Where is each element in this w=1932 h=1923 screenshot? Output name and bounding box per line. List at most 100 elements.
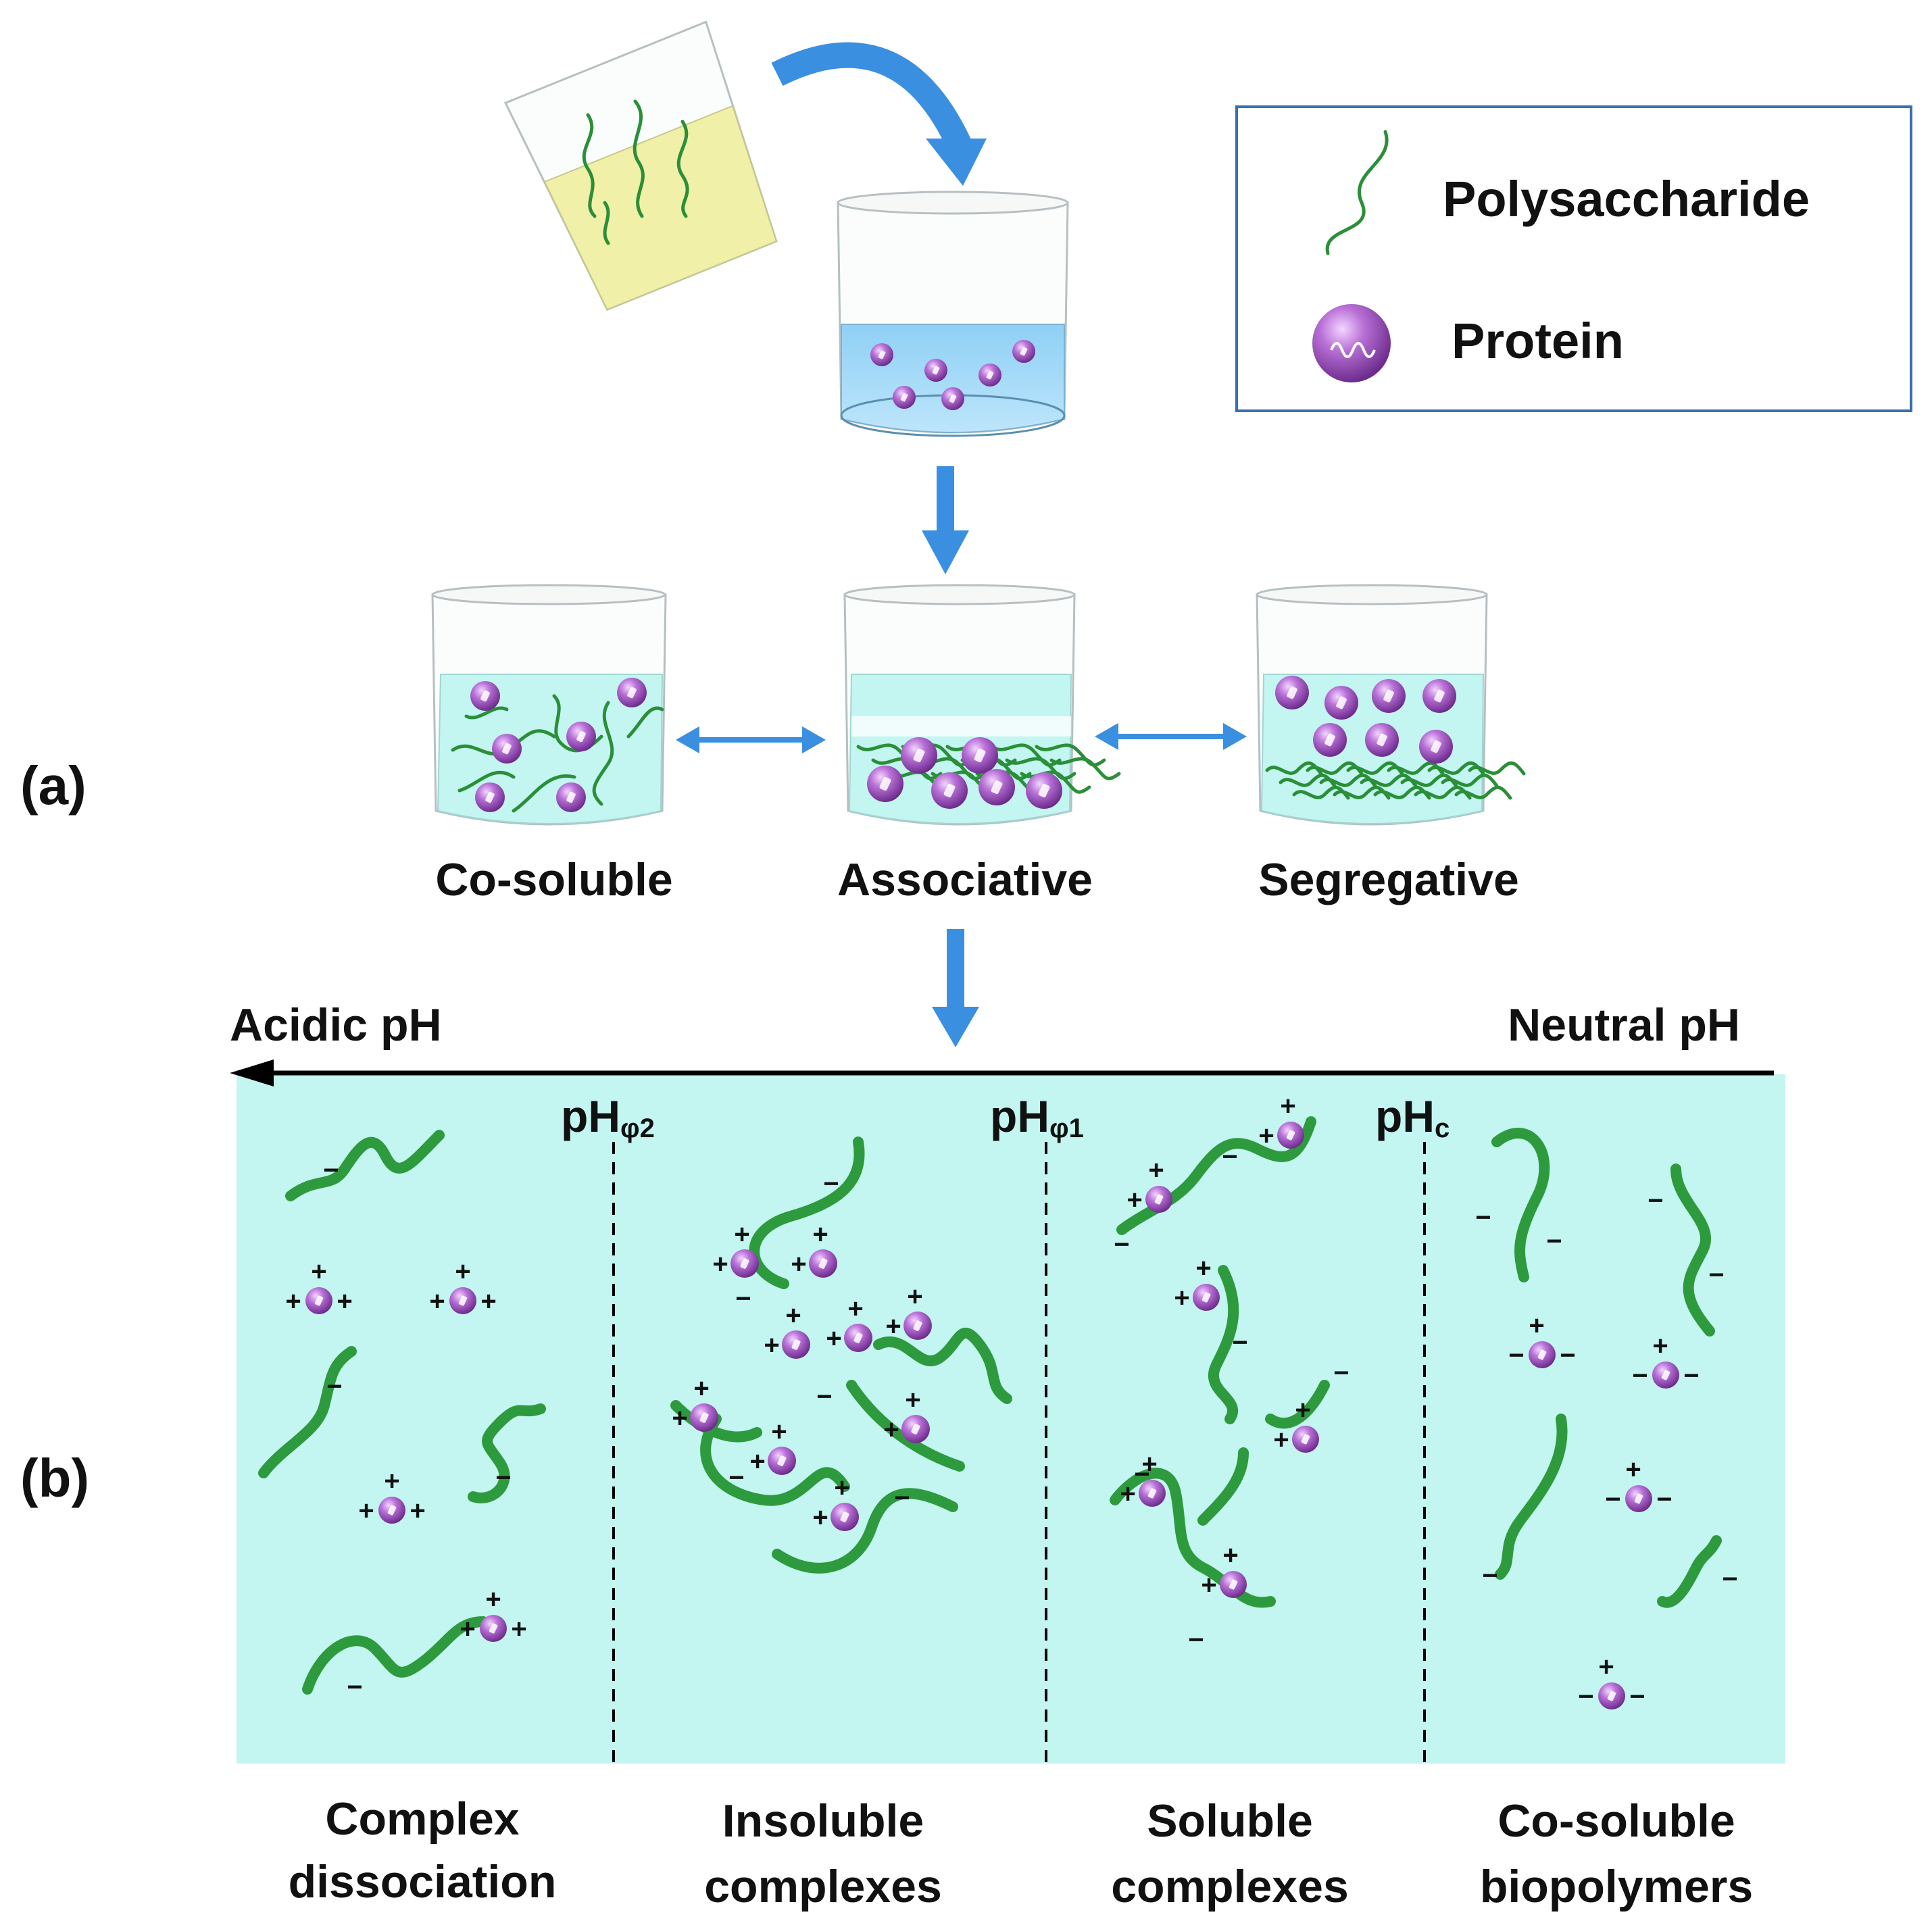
polysaccharide-chain bbox=[1208, 1265, 1239, 1424]
pour-arrow-head bbox=[926, 139, 987, 186]
positive-charge: + bbox=[826, 1324, 841, 1353]
positive-charge: + bbox=[429, 1287, 445, 1316]
polysaccharide-chain bbox=[846, 1380, 965, 1472]
negative-charge: − bbox=[1508, 1341, 1524, 1370]
protein-icon bbox=[931, 772, 968, 809]
protein-icon bbox=[962, 737, 998, 774]
protein-icon bbox=[475, 782, 505, 812]
positive-charge: + bbox=[764, 1330, 779, 1360]
polysaccharide-chain bbox=[457, 770, 516, 793]
negative-charge: − bbox=[1114, 1230, 1129, 1259]
protein-icon bbox=[566, 722, 596, 751]
polysaccharide-chain bbox=[1360, 773, 1418, 788]
protein-icon bbox=[1139, 1480, 1166, 1507]
negative-charge: − bbox=[323, 1155, 339, 1185]
positive-charge: + bbox=[511, 1614, 526, 1644]
positive-charge: + bbox=[749, 1447, 765, 1476]
positive-charge: + bbox=[812, 1503, 828, 1532]
polysaccharide-chain bbox=[302, 1616, 489, 1695]
positive-charge: + bbox=[834, 1473, 849, 1503]
protein-icon bbox=[1625, 1485, 1652, 1512]
solution-background bbox=[237, 1074, 1785, 1764]
positive-charge: + bbox=[905, 1385, 920, 1415]
polysaccharide-chain bbox=[1373, 785, 1431, 800]
polysaccharide-chain bbox=[1670, 1164, 1715, 1337]
positive-charge: + bbox=[1195, 1253, 1211, 1283]
positive-charge: + bbox=[907, 1282, 922, 1312]
positive-charge: + bbox=[1280, 1091, 1295, 1121]
protein-icon bbox=[1598, 1682, 1625, 1709]
polysaccharide-chain bbox=[468, 1403, 546, 1503]
negative-charge: − bbox=[1605, 1484, 1620, 1514]
boundary-label-3: pHc bbox=[1375, 1091, 1450, 1143]
boundary-label-1: pHφ2 bbox=[561, 1091, 655, 1143]
protein-icon bbox=[1277, 1122, 1304, 1149]
positive-charge: + bbox=[358, 1496, 374, 1526]
down-arrow-1 bbox=[922, 466, 969, 574]
label-associative: Associative bbox=[837, 854, 1093, 905]
associative-beaker bbox=[843, 584, 1121, 826]
legend-protein-label: Protein bbox=[1452, 313, 1624, 369]
positive-charge: + bbox=[1120, 1479, 1135, 1509]
protein-icon bbox=[1529, 1341, 1556, 1368]
negative-charge: − bbox=[326, 1372, 342, 1401]
protein-icon bbox=[1012, 340, 1035, 363]
polysaccharide-chain bbox=[700, 1414, 850, 1506]
region-4-line2: biopolymers bbox=[1480, 1861, 1753, 1912]
negative-charge: − bbox=[1683, 1361, 1699, 1391]
protein-icon bbox=[924, 359, 947, 382]
polysaccharide-chain bbox=[676, 120, 689, 218]
polysaccharide-chain bbox=[1265, 761, 1323, 776]
protein-icon bbox=[1220, 1571, 1247, 1598]
polysaccharide-chain bbox=[873, 1328, 1012, 1404]
polysaccharide-chain bbox=[285, 1130, 445, 1201]
region-4-line1: Co-soluble bbox=[1497, 1795, 1735, 1847]
legend-box: Polysaccharide Protein bbox=[1235, 105, 1912, 412]
protein-icon bbox=[492, 734, 522, 764]
label-segregative: Segregative bbox=[1258, 854, 1519, 905]
positive-charge: + bbox=[1222, 1541, 1238, 1570]
positive-charge: + bbox=[883, 1415, 899, 1445]
polysaccharide-chain bbox=[464, 706, 509, 720]
protein-icon bbox=[768, 1447, 796, 1475]
co-soluble-proteins bbox=[470, 678, 647, 812]
polysaccharide-chain bbox=[592, 701, 614, 806]
polysaccharide-chain bbox=[1265, 1380, 1330, 1429]
negative-charge: − bbox=[1546, 1226, 1562, 1256]
protein-icon bbox=[901, 1415, 930, 1443]
positive-charge: + bbox=[337, 1287, 352, 1316]
positive-charge: + bbox=[847, 1294, 863, 1324]
protein-icon bbox=[903, 1312, 932, 1340]
polysaccharide-chain bbox=[258, 1346, 357, 1478]
positive-charge: + bbox=[885, 1312, 901, 1341]
negative-charge: − bbox=[1629, 1682, 1645, 1712]
positive-charge: + bbox=[1625, 1455, 1641, 1484]
protein-icon bbox=[1372, 679, 1406, 713]
negative-charge: − bbox=[347, 1672, 362, 1702]
positive-charge: + bbox=[785, 1301, 801, 1330]
polysaccharide-chain bbox=[512, 774, 576, 813]
axis-neutral-label: Neutral pH bbox=[1508, 999, 1740, 1051]
pour-polysaccharide-chains bbox=[582, 99, 689, 245]
positive-charge: + bbox=[812, 1220, 828, 1249]
polysaccharide-chain bbox=[633, 99, 645, 218]
protein-icon bbox=[1292, 1426, 1319, 1453]
negative-charge: − bbox=[1722, 1564, 1737, 1594]
protein-icon bbox=[480, 1615, 507, 1642]
positive-charge: + bbox=[1201, 1570, 1216, 1600]
polysaccharide-legend-icon bbox=[1325, 130, 1389, 255]
positive-charge: + bbox=[1295, 1395, 1310, 1425]
negative-charge: − bbox=[1708, 1260, 1724, 1290]
protein-icon bbox=[941, 387, 964, 410]
polysaccharide-chain bbox=[1441, 773, 1499, 788]
negative-charge: − bbox=[1333, 1358, 1349, 1388]
double-arrow-right bbox=[1095, 723, 1247, 750]
polysaccharide-chain bbox=[1495, 1414, 1568, 1580]
polysaccharide-chain bbox=[1197, 1447, 1249, 1526]
panel-b-label: (b) bbox=[20, 1448, 89, 1508]
protein-icon bbox=[867, 766, 903, 802]
negative-charge: − bbox=[1656, 1484, 1672, 1514]
negative-charge: − bbox=[1632, 1361, 1648, 1391]
co-soluble-beaker bbox=[431, 584, 667, 826]
